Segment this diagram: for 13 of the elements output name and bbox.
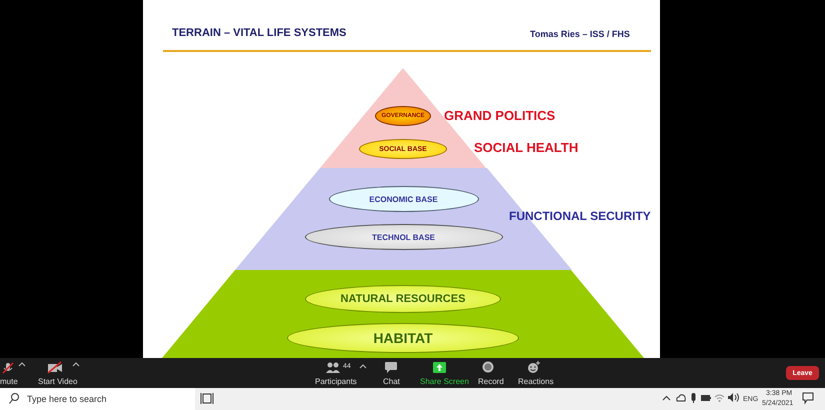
button-label: Record xyxy=(478,378,504,386)
button-label: mute xyxy=(0,378,18,386)
tier-label: GRAND POLITICS xyxy=(444,109,556,122)
button-label: Reactions xyxy=(518,378,554,386)
tier-label: SOCIAL HEALTH xyxy=(474,141,578,154)
button-label: Chat xyxy=(383,378,400,386)
button-label: Start Video xyxy=(38,378,78,386)
slide-title: TERRAIN – VITAL LIFE SYSTEMS xyxy=(172,28,346,39)
button-label: Participants xyxy=(315,378,357,386)
author-credit: Tomas Ries – ISS / FHS xyxy=(530,30,630,39)
search-placeholder: Type here to search xyxy=(27,395,107,404)
button-label: Share Screen xyxy=(420,378,469,386)
tier-label: FUNCTIONAL SECURITY xyxy=(509,210,651,222)
